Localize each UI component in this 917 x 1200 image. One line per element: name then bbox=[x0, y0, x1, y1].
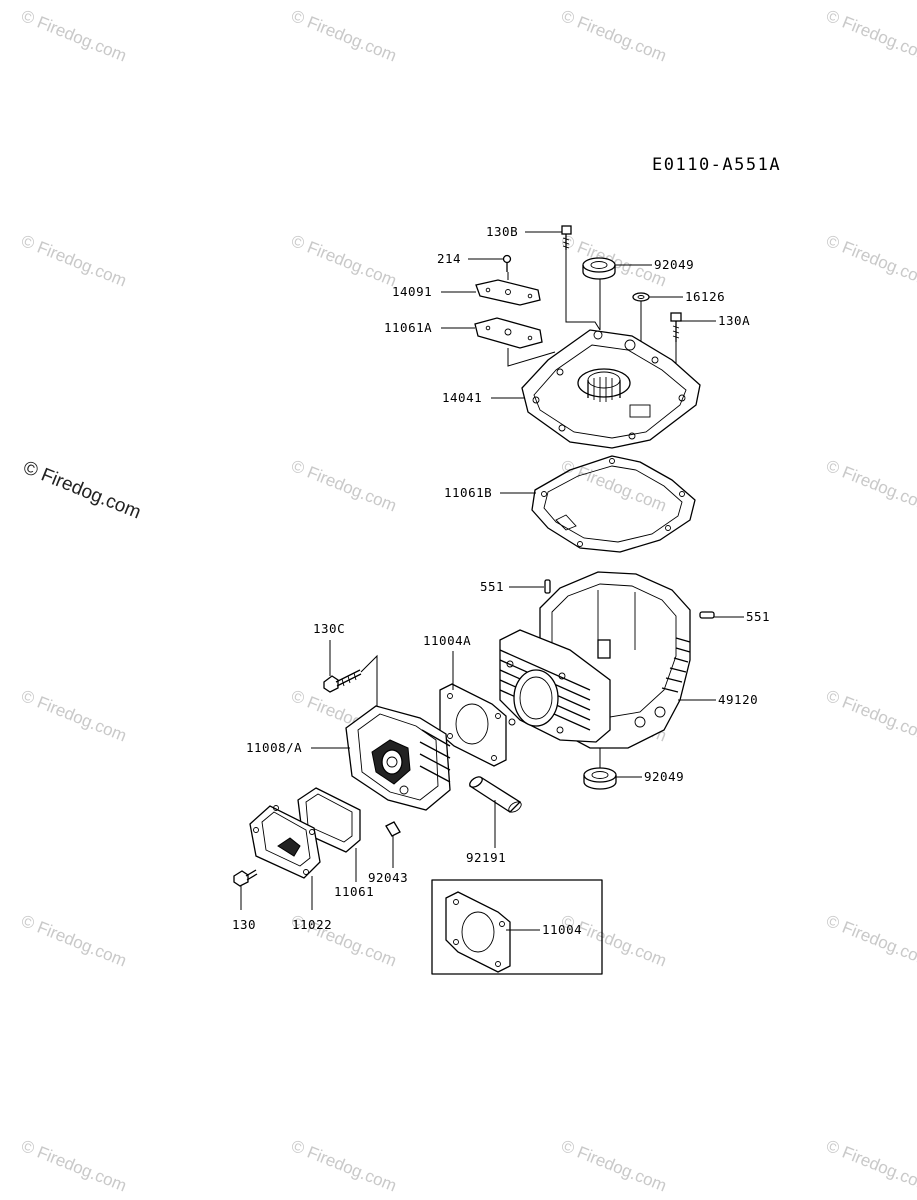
part-head-cover-11022[interactable] bbox=[249, 805, 321, 879]
watermark: © Firedog.com bbox=[824, 456, 917, 515]
label-214: 214 bbox=[437, 251, 461, 266]
watermark-layer: © Firedog.com © Firedog.com © Firedog.co… bbox=[19, 6, 917, 1195]
watermark: © Firedog.com bbox=[289, 456, 400, 515]
watermark: © Firedog.com bbox=[289, 6, 400, 65]
diagram-code: E0110-A551A bbox=[652, 155, 781, 175]
watermark: © Firedog.com bbox=[20, 457, 144, 523]
part-plate-14091[interactable] bbox=[475, 279, 541, 306]
watermark: © Firedog.com bbox=[289, 231, 400, 290]
part-cylinder-block-49120[interactable] bbox=[499, 571, 691, 749]
watermark: © Firedog.com bbox=[559, 231, 670, 290]
part-gasket-11061a[interactable] bbox=[474, 317, 543, 349]
watermark: © Firedog.com bbox=[559, 1136, 670, 1195]
watermark: © Firedog.com bbox=[824, 686, 917, 745]
part-oil-seal-92049-bottom[interactable] bbox=[583, 767, 617, 790]
label-92191: 92191 bbox=[466, 850, 506, 865]
watermark: © Firedog.com bbox=[19, 6, 130, 65]
label-11004a: 11004A bbox=[423, 633, 471, 648]
label-11061b: 11061B bbox=[444, 485, 492, 500]
label-551-left: 551 bbox=[480, 579, 504, 594]
watermark: © Firedog.com bbox=[289, 1136, 400, 1195]
watermark: © Firedog.com bbox=[19, 686, 130, 745]
label-92043: 92043 bbox=[368, 870, 408, 885]
label-130: 130 bbox=[232, 917, 256, 932]
watermark: © Firedog.com bbox=[824, 6, 917, 65]
part-cylinder-head-11008a[interactable] bbox=[345, 705, 451, 811]
label-92049-bottom: 92049 bbox=[644, 769, 684, 784]
label-16126: 16126 bbox=[685, 289, 725, 304]
watermark: © Firedog.com bbox=[824, 231, 917, 290]
watermark: © Firedog.com bbox=[559, 911, 670, 970]
part-crankcase-cover-14041[interactable] bbox=[521, 329, 701, 449]
part-bolt-130[interactable] bbox=[233, 869, 258, 887]
label-11022: 11022 bbox=[292, 917, 332, 932]
part-pin-551-left[interactable] bbox=[544, 579, 551, 594]
part-oil-seal-92049-top[interactable] bbox=[582, 257, 616, 280]
label-11061a: 11061A bbox=[384, 320, 432, 335]
label-11008a: 11008/A bbox=[246, 740, 302, 755]
watermark: © Firedog.com bbox=[19, 1136, 130, 1195]
label-130b: 130B bbox=[486, 224, 518, 239]
part-bolt-130c[interactable] bbox=[323, 669, 362, 693]
watermark: © Firedog.com bbox=[824, 911, 917, 970]
part-tube-92191[interactable] bbox=[468, 775, 523, 814]
cooling-fins bbox=[661, 637, 691, 693]
inset-box-11004 bbox=[431, 879, 603, 975]
label-130a: 130A bbox=[718, 313, 750, 328]
part-washer-16126[interactable] bbox=[632, 292, 650, 302]
label-11004: 11004 bbox=[542, 922, 582, 937]
label-11061: 11061 bbox=[334, 884, 374, 899]
part-gasket-11061b[interactable] bbox=[531, 455, 696, 553]
watermark: © Firedog.com bbox=[19, 231, 130, 290]
part-gasket-11004a[interactable] bbox=[439, 683, 507, 767]
watermark: © Firedog.com bbox=[19, 911, 130, 970]
watermark: © Firedog.com bbox=[559, 456, 670, 515]
label-49120: 49120 bbox=[718, 692, 758, 707]
part-dowel-pin-92043[interactable] bbox=[385, 821, 401, 837]
part-screw-214[interactable] bbox=[502, 254, 512, 273]
part-gasket-11004[interactable] bbox=[445, 891, 511, 973]
label-551-right: 551 bbox=[746, 609, 770, 624]
label-92049-top: 92049 bbox=[654, 257, 694, 272]
label-130c: 130C bbox=[313, 621, 345, 636]
part-bolt-130b[interactable] bbox=[561, 225, 572, 250]
label-14041: 14041 bbox=[442, 390, 482, 405]
part-bolt-130a[interactable] bbox=[670, 312, 682, 342]
watermark: © Firedog.com bbox=[824, 1136, 917, 1195]
label-14091: 14091 bbox=[392, 284, 432, 299]
part-pin-551-right[interactable] bbox=[699, 611, 715, 619]
watermark: © Firedog.com bbox=[559, 6, 670, 65]
